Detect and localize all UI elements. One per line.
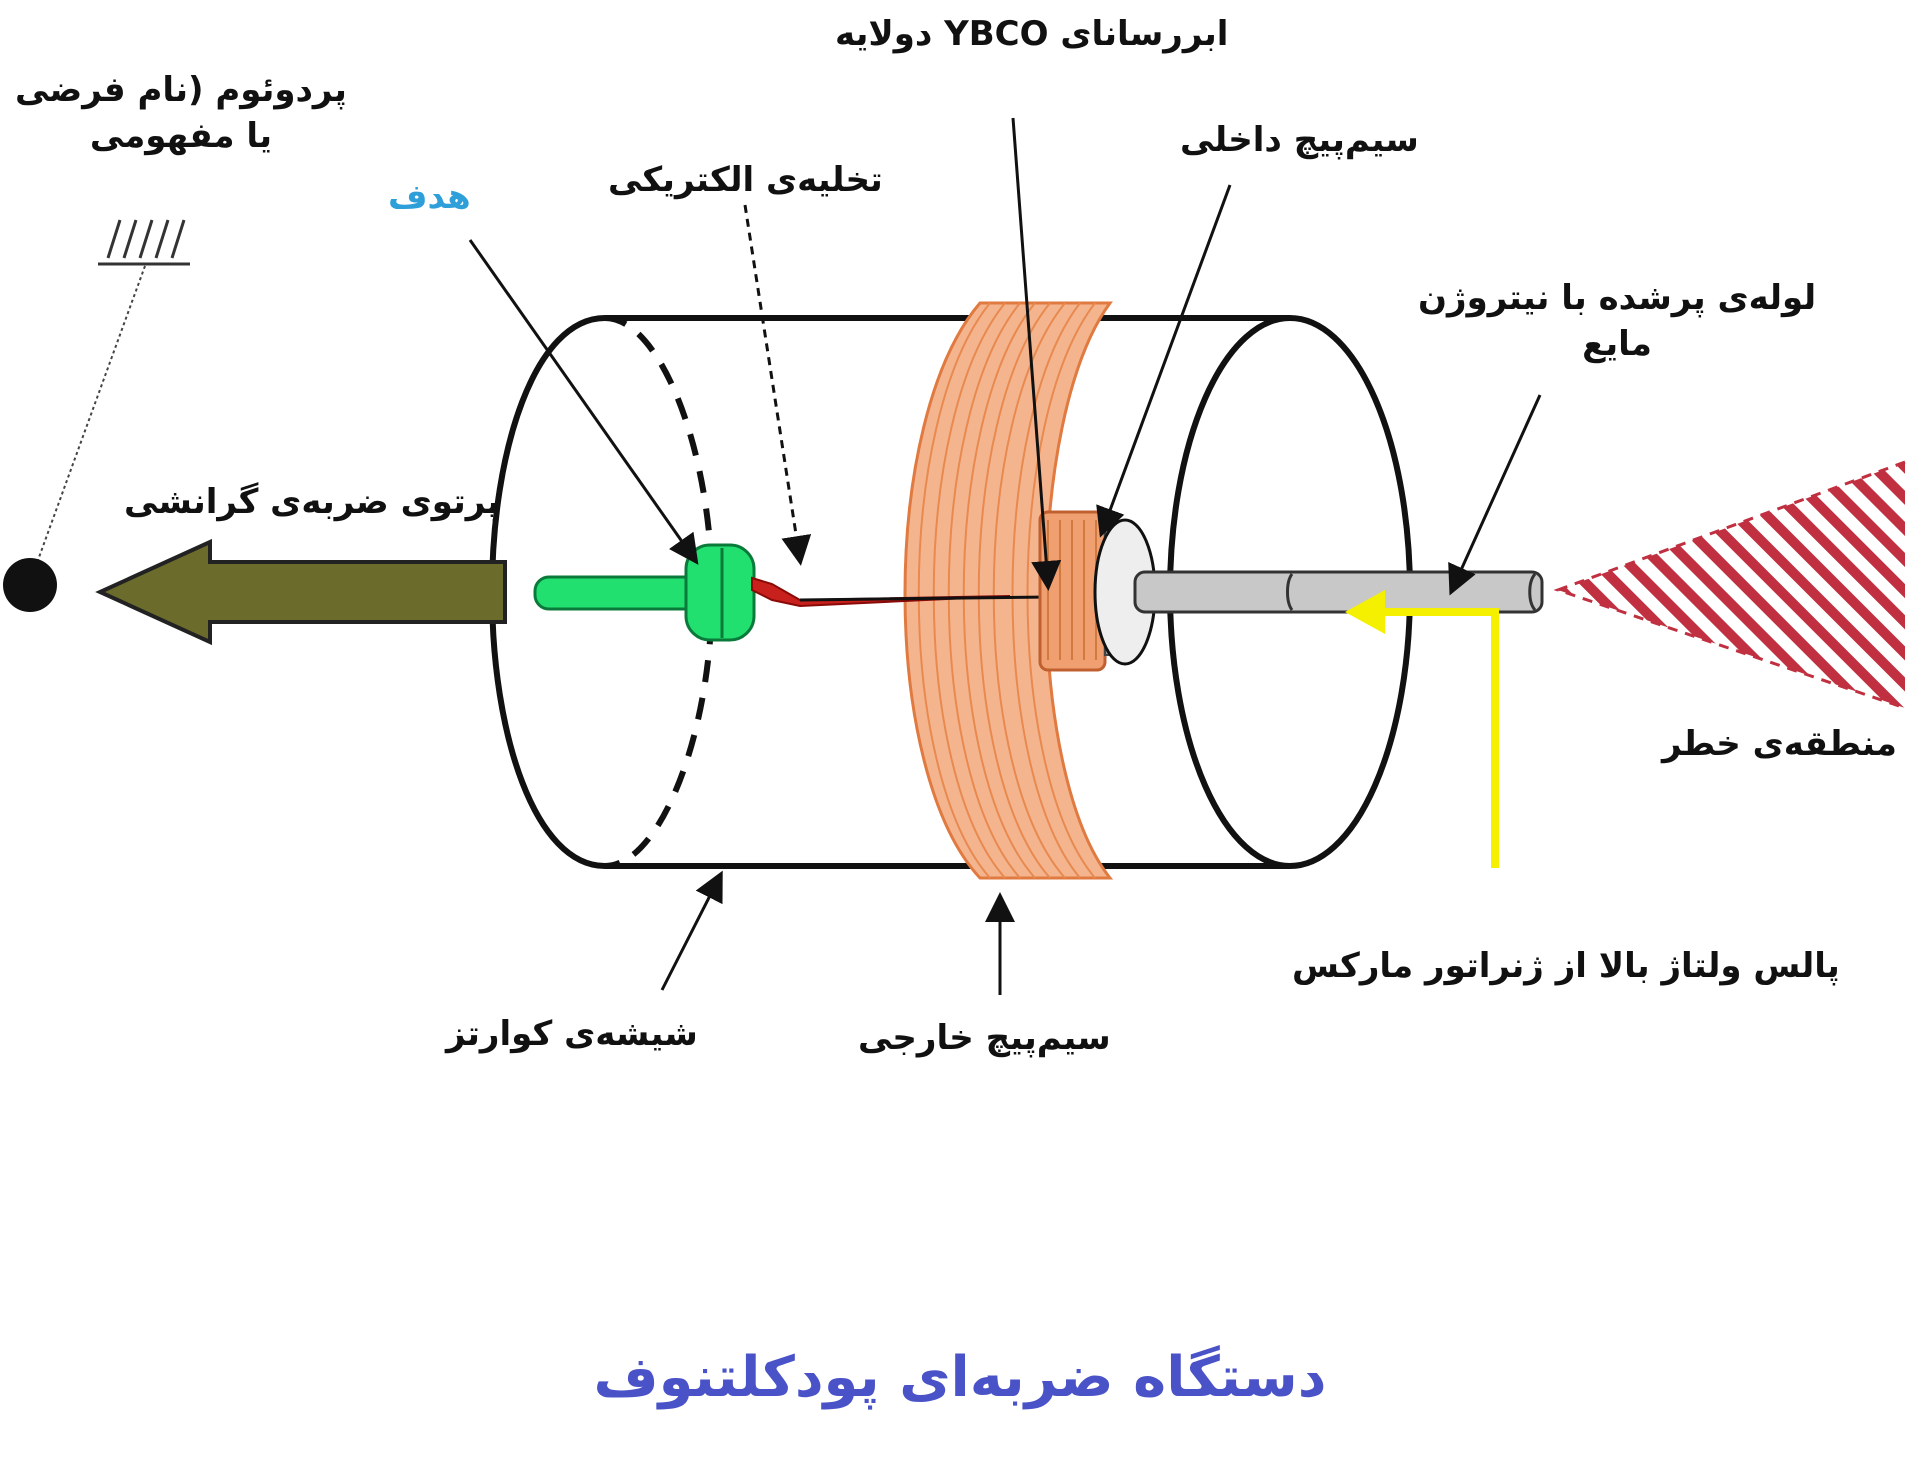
pulse-arrow (1345, 590, 1499, 868)
leader-inner-coil (1096, 184, 1232, 538)
label-danger-zone: منطقه‌ی خطر (1662, 724, 1897, 764)
leader-discharge (743, 204, 812, 566)
label-podoum-line2: یا مفهومی (89, 115, 272, 156)
label-inner-coil: سیم‌پیچ داخلی (1180, 120, 1419, 160)
label-ybco: ابررسانای YBCO دولایه (835, 14, 1229, 54)
label-gravity-beam: پرتوی ضربه‌ی گرانشی (124, 482, 500, 522)
target-rod (533, 575, 702, 611)
leader-target (468, 239, 699, 565)
diagram-title: دستگاه ضربه‌ای پودکلتنوف (593, 1345, 1327, 1410)
leader-nitrogen-tube (1448, 394, 1542, 596)
label-quartz: شیشه‌ی کوارتز (446, 1014, 698, 1054)
podoum-pendulum (3, 219, 190, 612)
label-nitrogen-tube: لوله‌ی پرشده با نیتروژن مایع (1418, 276, 1816, 368)
target-emitter (684, 543, 756, 642)
leader-quartz (660, 870, 723, 991)
label-podoum: پردوئوم (نام فرضی یا مفهومی (15, 68, 347, 160)
danger-zone-edge (1553, 460, 1906, 710)
discharge-gap-line (799, 595, 1051, 602)
nitrogen-tube (1133, 570, 1544, 614)
danger-zone (1558, 462, 1905, 708)
label-target: هدف (388, 177, 471, 217)
label-outer-coil: سیم‌پیچ خارجی (858, 1018, 1111, 1058)
label-nitrogen-tube-line1: لوله‌ی پرشده با نیتروژن (1418, 278, 1817, 318)
leader-ybco (1011, 117, 1062, 591)
label-discharge: تخلیه‌ی الکتریکی (608, 160, 883, 200)
label-pulse: پالس ولتاژ بالا از ژنراتور مارکس (1292, 946, 1840, 986)
gravity-beam-arrow (95, 538, 507, 646)
label-podoum-line1: پردوئوم (نام فرضی (15, 70, 347, 110)
label-nitrogen-tube-line2: مایع (1582, 323, 1652, 364)
